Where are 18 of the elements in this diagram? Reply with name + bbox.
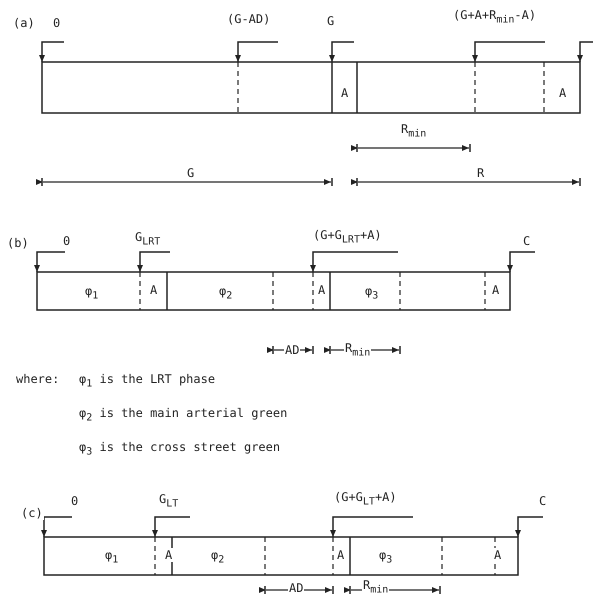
phase-label: A — [558, 86, 568, 100]
phase-label: A — [164, 548, 174, 562]
dimension-label: R — [476, 166, 486, 180]
phase-label: A — [340, 86, 350, 100]
time-label: C — [522, 234, 532, 248]
dimension-label: G — [186, 166, 196, 180]
phase-label: A — [491, 283, 500, 297]
phase-label: A — [149, 283, 158, 297]
time-label: C — [538, 494, 548, 508]
phase-label: A — [336, 548, 346, 562]
time-label: 0 — [70, 494, 80, 508]
dimension-label: AD — [288, 581, 304, 595]
dimension-label: AD — [284, 343, 300, 357]
time-label: G — [326, 14, 336, 28]
time-label: 0 — [62, 234, 72, 248]
phase-label: A — [317, 283, 326, 297]
time-label: 0 — [52, 16, 62, 30]
phase-label: A — [493, 548, 502, 562]
